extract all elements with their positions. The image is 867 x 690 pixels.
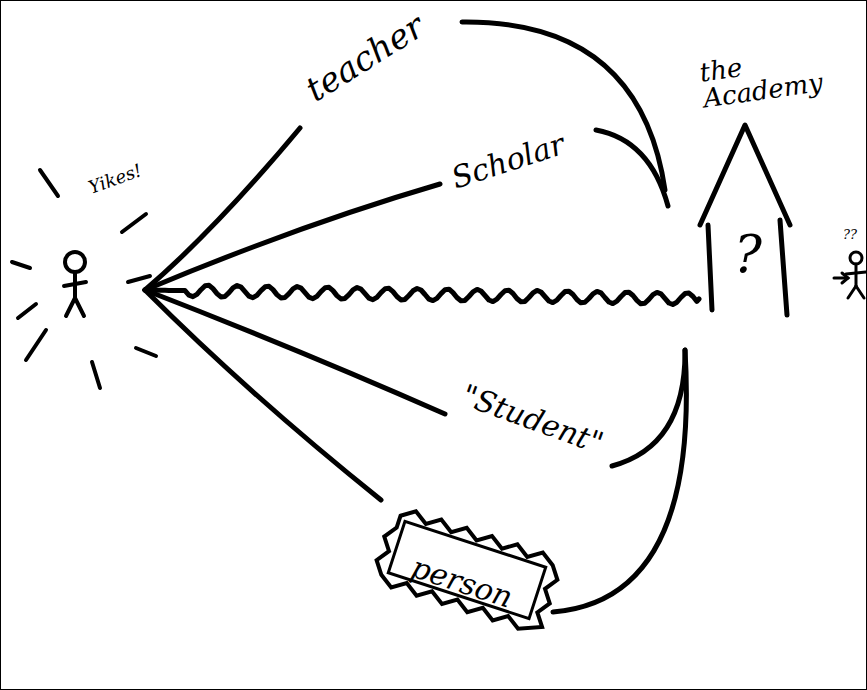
stick-figure-node: Yikes! [40,230,140,330]
node-shape [690,120,800,315]
connector-line [145,290,685,466]
connector-line [145,290,381,500]
inner-box [388,521,545,618]
node-shape [40,230,140,330]
person-node: person [375,500,560,640]
academy-house [700,125,790,315]
jagged-box [370,504,564,635]
figure-leg [66,298,75,316]
connector-line [145,22,665,290]
yikes-rays [12,170,156,388]
edge-label: teacher [300,8,429,106]
edge-label: Scholar [448,129,568,194]
small-stick-figure [834,252,866,298]
exclamation: Yikes! [86,161,144,197]
connector-line [145,130,668,290]
connector-line [553,350,686,612]
figure-arms [64,282,86,286]
jagged-outline [370,504,564,635]
stick-figure [64,252,86,316]
question-mark: ? [734,228,762,280]
edge-label: "Student" [458,380,607,459]
connector-line [145,285,699,304]
figure-head [65,252,85,272]
academy-node: the Academy? [690,120,800,315]
figure-leg [75,298,84,316]
academy-heading: the Academy [698,39,854,111]
question-marks: ?? [843,228,857,241]
